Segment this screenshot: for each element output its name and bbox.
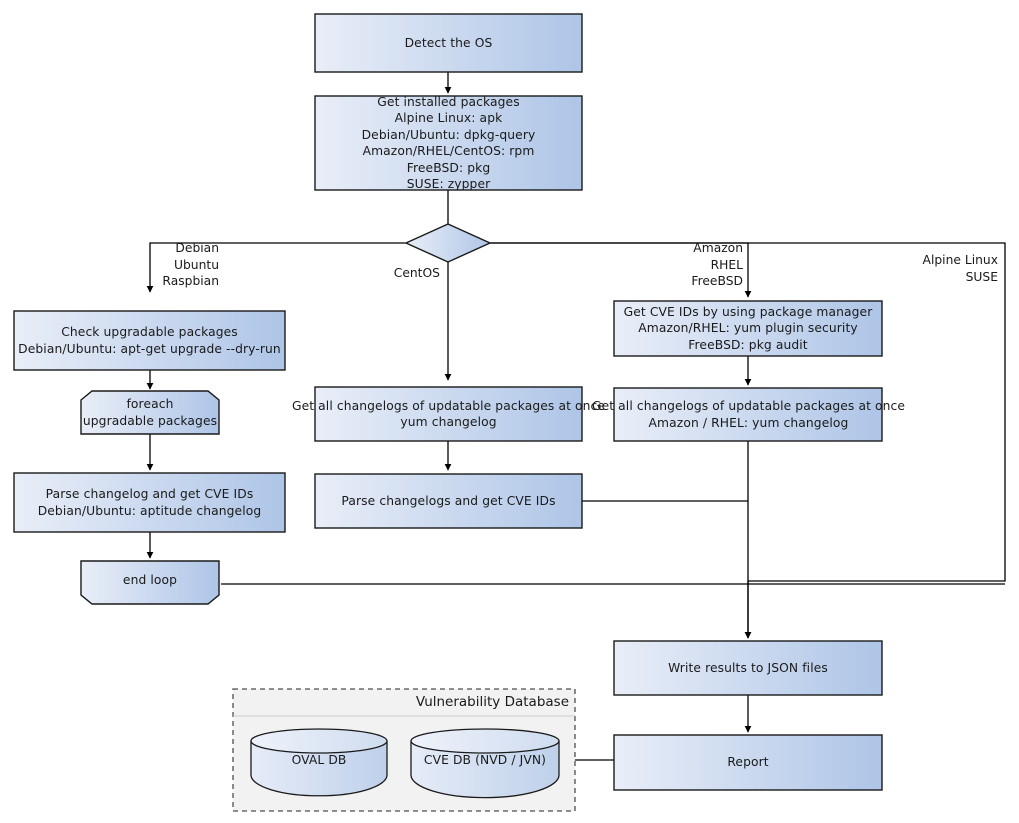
group-title-vulnerability-database: Vulnerability Database — [415, 694, 569, 710]
node-changelogs-centos[interactable] — [314, 386, 583, 442]
edge-label-centos: CentOS — [393, 266, 440, 280]
node-end-loop[interactable] — [80, 560, 220, 605]
edge-decision-debian — [146, 242, 406, 293]
node-write-json[interactable] — [613, 640, 883, 696]
edge-label-debian: Debian Ubuntu Raspbian — [162, 241, 219, 288]
node-detect-os[interactable] — [314, 13, 583, 73]
node-os-decision[interactable] — [404, 223, 492, 263]
edge-label-amazon: Amazon RHEL FreeBSD — [691, 241, 743, 288]
node-parse-changelogs-centos[interactable] — [314, 473, 583, 529]
node-foreach-loop[interactable] — [80, 390, 220, 435]
node-changelogs-amazon[interactable] — [613, 387, 883, 442]
edge-label-alpine: Alpine Linux SUSE — [922, 253, 998, 284]
cylinder-oval-db[interactable] — [250, 728, 388, 797]
node-check-upgradable[interactable] — [13, 310, 286, 371]
node-parse-changelog-debian[interactable] — [13, 472, 286, 533]
node-report[interactable] — [613, 734, 883, 791]
database-cylinders — [250, 728, 560, 799]
node-get-installed-packages[interactable] — [314, 95, 583, 191]
node-get-cve-package-manager[interactable] — [613, 300, 883, 357]
cylinder-cve-db[interactable] — [410, 728, 560, 799]
